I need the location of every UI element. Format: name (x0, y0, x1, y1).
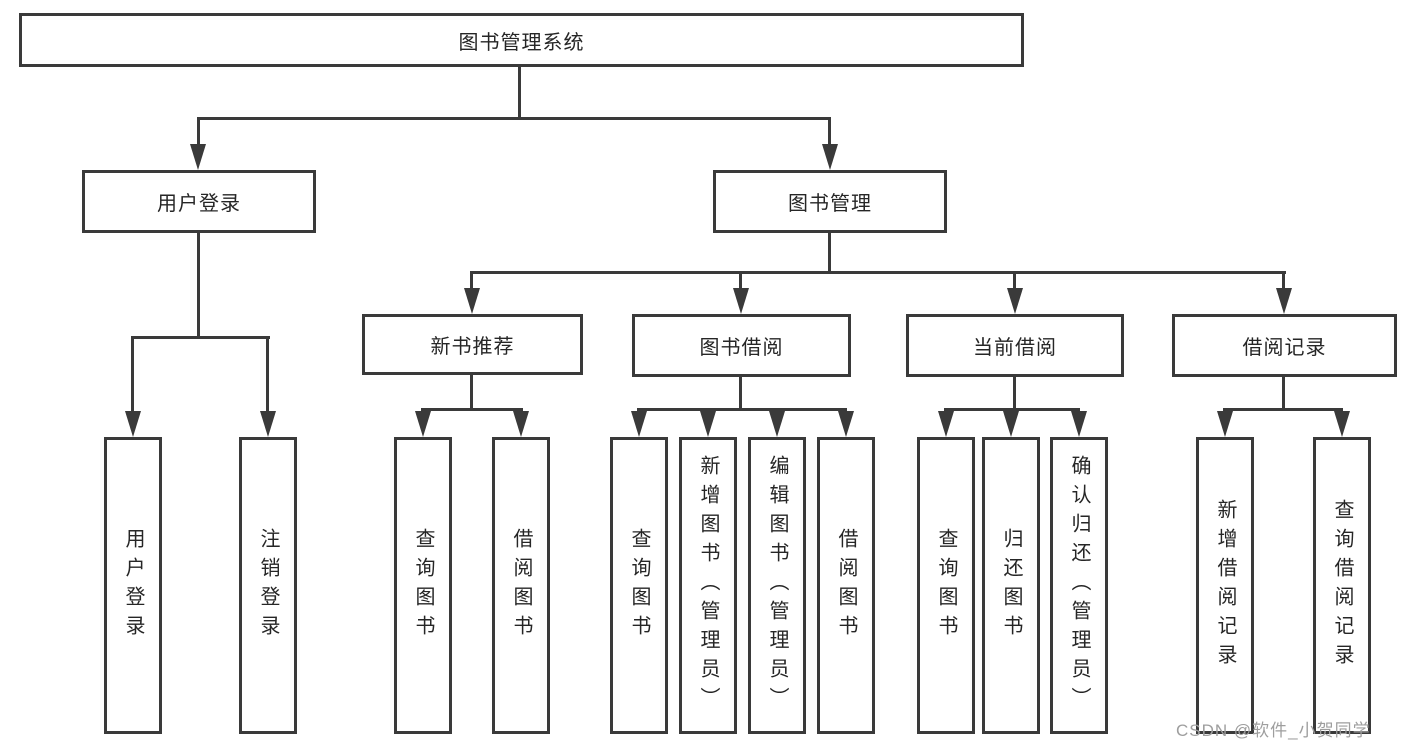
arrowhead-query-books-c (631, 411, 647, 437)
node-book-management: 图书管理 (713, 170, 947, 233)
node-library-system: 图书管理系统 (19, 13, 1024, 67)
leaf-edit-books-admin: 编辑图书（管理员） (748, 437, 806, 734)
leaf-query-books-recommend-label: 查询图书 (412, 527, 434, 644)
drop-line-book-management (828, 117, 831, 146)
arrowhead-edit-books-c (769, 411, 785, 437)
stem-line-book-borrowing (739, 377, 742, 411)
leaf-add-borrow-record: 新增借阅记录 (1196, 437, 1254, 734)
drop-line-borrowing-records (1282, 271, 1285, 290)
leaf-user-login: 用户登录 (104, 437, 162, 734)
branch-line-user-login (131, 336, 270, 339)
branch-line-new-book (421, 408, 523, 411)
arrowhead-query-record-e (1334, 411, 1350, 437)
leaf-add-borrow-record-label: 新增借阅记录 (1214, 498, 1236, 673)
drop-line-leaf-logout (266, 336, 269, 413)
leaf-query-books-current: 查询图书 (917, 437, 975, 734)
arrowhead-new-book (464, 288, 480, 314)
arrowhead-book-management (822, 144, 838, 170)
node-user-login-label: 用户登录 (157, 193, 241, 215)
node-borrowing-records: 借阅记录 (1172, 314, 1397, 377)
node-book-borrowing-label: 图书借阅 (699, 337, 784, 359)
node-user-login: 用户登录 (82, 170, 316, 233)
branch-line-book-borrowing (637, 408, 847, 411)
arrowhead-current-borrowing (1007, 288, 1023, 314)
leaf-query-books-current-label: 查询图书 (935, 527, 957, 644)
leaf-user-login-label: 用户登录 (122, 527, 144, 644)
arrowhead-borrow-books-b (513, 411, 529, 437)
branch-line-level1 (197, 117, 831, 120)
leaf-query-borrow-record: 查询借阅记录 (1313, 437, 1371, 734)
arrowhead-add-record-e (1217, 411, 1233, 437)
node-current-borrowing: 当前借阅 (906, 314, 1124, 377)
leaf-query-borrow-record-label: 查询借阅记录 (1331, 498, 1353, 673)
leaf-borrow-books-recommend-label: 借阅图书 (510, 527, 532, 644)
stem-line-current-borrowing (1013, 377, 1016, 411)
arrowhead-borrowing-records (1276, 288, 1292, 314)
drop-line-book-borrowing (739, 271, 742, 290)
node-new-book-recommend-label: 新书推荐 (430, 336, 515, 358)
arrowhead-return-books-d (1003, 411, 1019, 437)
leaf-confirm-return-admin-label: 确认归还（管理员） (1068, 455, 1090, 716)
leaf-confirm-return-admin: 确认归还（管理员） (1050, 437, 1108, 734)
leaf-query-books-borrowing: 查询图书 (610, 437, 668, 734)
node-book-borrowing: 图书借阅 (632, 314, 851, 377)
stem-line-new-book (470, 375, 473, 411)
arrowhead-leaf-logout (260, 411, 276, 437)
arrowhead-query-books-d (938, 411, 954, 437)
stem-line-book-management (828, 233, 831, 274)
leaf-return-books-label: 归还图书 (1000, 527, 1022, 644)
drop-line-leaf-user-login (131, 336, 134, 413)
leaf-query-books-borrowing-label: 查询图书 (628, 527, 650, 644)
leaf-return-books: 归还图书 (982, 437, 1040, 734)
arrowhead-user-login (190, 144, 206, 170)
arrowhead-confirm-return-d (1071, 411, 1087, 437)
drop-line-user-login (197, 117, 200, 146)
stem-line-borrowing-records (1282, 377, 1285, 411)
leaf-edit-books-admin-label: 编辑图书（管理员） (766, 455, 788, 716)
node-book-management-label: 图书管理 (788, 193, 872, 215)
branch-line-borrowing-records (1223, 408, 1343, 411)
node-library-system-label: 图书管理系统 (458, 31, 585, 54)
leaf-query-books-recommend: 查询图书 (394, 437, 452, 734)
node-current-borrowing-label: 当前借阅 (973, 337, 1057, 359)
leaf-logout-label: 注销登录 (257, 527, 279, 644)
csdn-watermark: CSDN @软件_小贺同学 (1176, 721, 1371, 740)
leaf-borrow-books-borrowing-label: 借阅图书 (835, 527, 857, 644)
drop-line-new-book (470, 271, 473, 290)
arrowhead-query-books-b (415, 411, 431, 437)
node-borrowing-records-label: 借阅记录 (1242, 337, 1327, 359)
leaf-logout: 注销登录 (239, 437, 297, 734)
leaf-borrow-books-recommend: 借阅图书 (492, 437, 550, 734)
branch-line-level3 (470, 271, 1286, 274)
stem-line-user-login (197, 233, 200, 339)
drop-line-current-borrowing (1013, 271, 1016, 290)
leaf-borrow-books-borrowing: 借阅图书 (817, 437, 875, 734)
arrowhead-add-books-c (700, 411, 716, 437)
leaf-add-books-admin-label: 新增图书（管理员） (697, 455, 719, 716)
node-new-book-recommend: 新书推荐 (362, 314, 583, 375)
stem-line-root (518, 67, 521, 120)
branch-line-current-borrowing (944, 408, 1080, 411)
leaf-add-books-admin: 新增图书（管理员） (679, 437, 737, 734)
arrowhead-borrow-books-c (838, 411, 854, 437)
arrowhead-book-borrowing (733, 288, 749, 314)
arrowhead-leaf-user-login (125, 411, 141, 437)
